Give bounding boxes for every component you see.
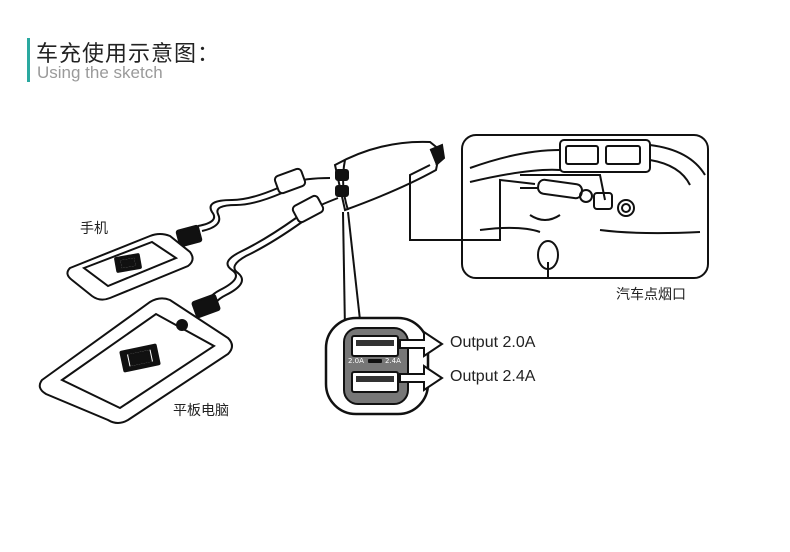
phone-cable: [175, 167, 331, 248]
page-subtitle: Using the sketch: [37, 63, 163, 82]
tablet-label: 平板电脑: [173, 403, 229, 419]
car-charger: [333, 140, 446, 212]
cigarette-lighter-label: 汽车点烟口: [616, 287, 686, 303]
phone-label: 手机: [80, 221, 108, 237]
page-title: 车充使用示意图：: [36, 42, 221, 67]
tablet-illustration: [38, 297, 233, 424]
car-interior-illustration: [461, 134, 709, 279]
title-accent-bar: [27, 38, 30, 82]
port-zoom-callout: [324, 211, 444, 416]
port-label-right: 2.4A: [385, 357, 401, 365]
charger-to-socket-line: [409, 164, 536, 241]
phone-illustration: [66, 233, 194, 301]
port-label-left: 2.0A: [348, 357, 364, 365]
output-label-1: Output 2.0A: [450, 334, 536, 351]
output-label-2: Output 2.4A: [450, 368, 536, 385]
tablet-cable: [191, 194, 339, 319]
